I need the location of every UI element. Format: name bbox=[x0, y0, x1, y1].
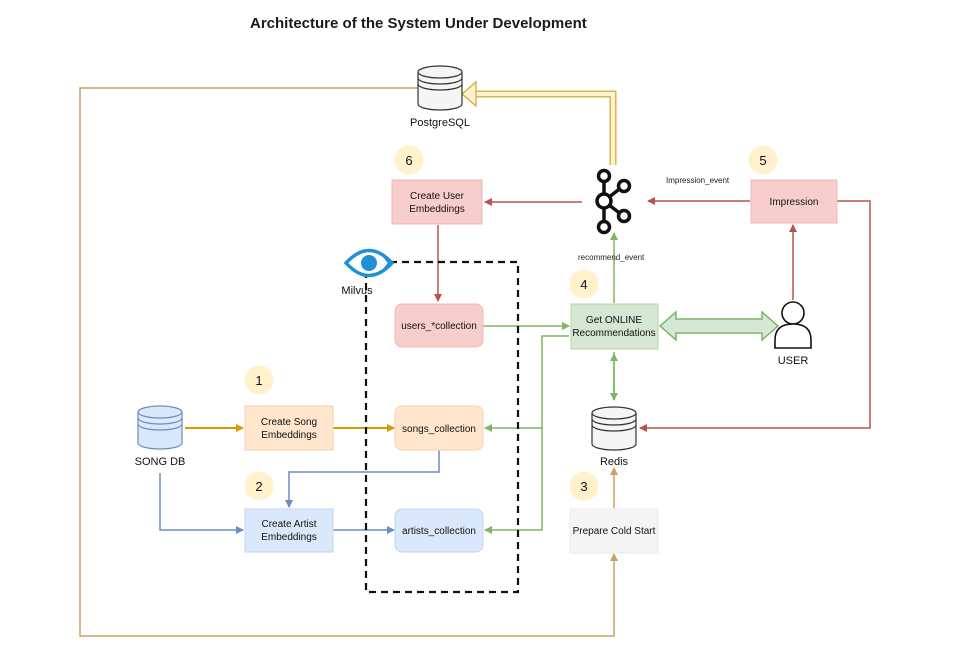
redis-node: Redis bbox=[591, 406, 637, 468]
users-collection-node: users_*collection bbox=[394, 303, 484, 348]
step-badge-5: 5 bbox=[748, 145, 778, 175]
step-number-2: 2 bbox=[255, 479, 262, 494]
step-number-4: 4 bbox=[580, 277, 587, 292]
recommend-event-label: recommend_event bbox=[578, 253, 645, 262]
edge-postgres-to-cold-start bbox=[79, 87, 618, 637]
song-db-label: SONG DB bbox=[135, 456, 186, 468]
edge-impression-to-redis bbox=[639, 200, 871, 432]
edge-get-online-to-artists-collection bbox=[484, 428, 543, 534]
create-song-embeddings-node: Create Song Embeddings bbox=[244, 405, 334, 451]
create-song-embeddings-line-1: Create Song bbox=[261, 417, 317, 428]
edge-get-online-to-songs-collection bbox=[484, 335, 569, 432]
songs-collection-node: songs_collection bbox=[394, 405, 484, 451]
step-badge-6: 6 bbox=[394, 145, 424, 175]
prepare-cold-start-label: Prepare Cold Start bbox=[573, 526, 656, 537]
step-badge-2: 2 bbox=[244, 471, 274, 501]
artists-collection-label: artists_collection bbox=[402, 526, 476, 537]
milvus-label: Milvus bbox=[341, 285, 373, 297]
song-db-node: SONG DB bbox=[135, 405, 186, 468]
create-artist-embeddings-node: Create Artist Embeddings bbox=[244, 508, 334, 553]
create-user-embeddings-line-1: Create User bbox=[410, 191, 465, 202]
create-artist-embeddings-line-1: Create Artist bbox=[261, 519, 316, 530]
milvus-node: Milvus bbox=[341, 248, 395, 297]
get-online-recommendations-node: Get ONLINE Recommendations bbox=[570, 303, 659, 350]
postgres-label: PostgreSQL bbox=[410, 117, 470, 129]
create-song-embeddings-line-2: Embeddings bbox=[261, 430, 317, 441]
impression-event-label: Impression_event bbox=[666, 176, 730, 185]
step-number-6: 6 bbox=[405, 153, 412, 168]
edge-songdb-to-create-artist bbox=[159, 473, 244, 534]
create-user-embeddings-node: Create User Embeddings bbox=[391, 179, 483, 225]
create-user-embeddings-line-2: Embeddings bbox=[409, 204, 465, 215]
prepare-cold-start-node: Prepare Cold Start bbox=[569, 508, 659, 554]
step-number-5: 5 bbox=[759, 153, 766, 168]
edge-kafka-to-postgres bbox=[476, 92, 615, 165]
diagram-title: Architecture of the System Under Develop… bbox=[250, 15, 587, 32]
database-cylinder-icon bbox=[591, 406, 637, 451]
step-badge-3: 3 bbox=[569, 471, 599, 501]
impression-label: Impression bbox=[770, 197, 819, 208]
step-badge-1: 1 bbox=[244, 365, 274, 395]
impression-node: Impression bbox=[750, 179, 838, 224]
user-node: USER bbox=[774, 301, 812, 367]
get-online-line-2: Recommendations bbox=[572, 328, 655, 339]
database-cylinder-icon bbox=[137, 405, 183, 450]
create-artist-embeddings-line-2: Embeddings bbox=[261, 532, 317, 543]
postgres-node: PostgreSQL bbox=[410, 65, 470, 129]
songs-collection-label: songs_collection bbox=[402, 424, 476, 435]
edge-get-online-user-double-arrow bbox=[658, 310, 780, 342]
step-number-3: 3 bbox=[580, 479, 587, 494]
step-badge-4: 4 bbox=[569, 269, 599, 299]
users-collection-label: users_*collection bbox=[401, 321, 477, 332]
user-icon bbox=[774, 301, 812, 349]
step-number-1: 1 bbox=[255, 373, 262, 388]
milvus-eye-icon bbox=[343, 248, 395, 278]
redis-label: Redis bbox=[600, 456, 629, 468]
user-label: USER bbox=[778, 355, 809, 367]
database-cylinder-icon bbox=[417, 65, 463, 111]
edge-kafka-to-postgres-outline bbox=[476, 90, 617, 165]
milvus-container bbox=[364, 260, 520, 594]
edge-songs-collection-to-create-artist bbox=[285, 450, 440, 508]
kafka-icon bbox=[595, 168, 632, 235]
get-online-line-1: Get ONLINE bbox=[586, 315, 642, 326]
edge-kafka-to-postgres-head bbox=[460, 80, 477, 108]
artists-collection-node: artists_collection bbox=[394, 508, 484, 553]
